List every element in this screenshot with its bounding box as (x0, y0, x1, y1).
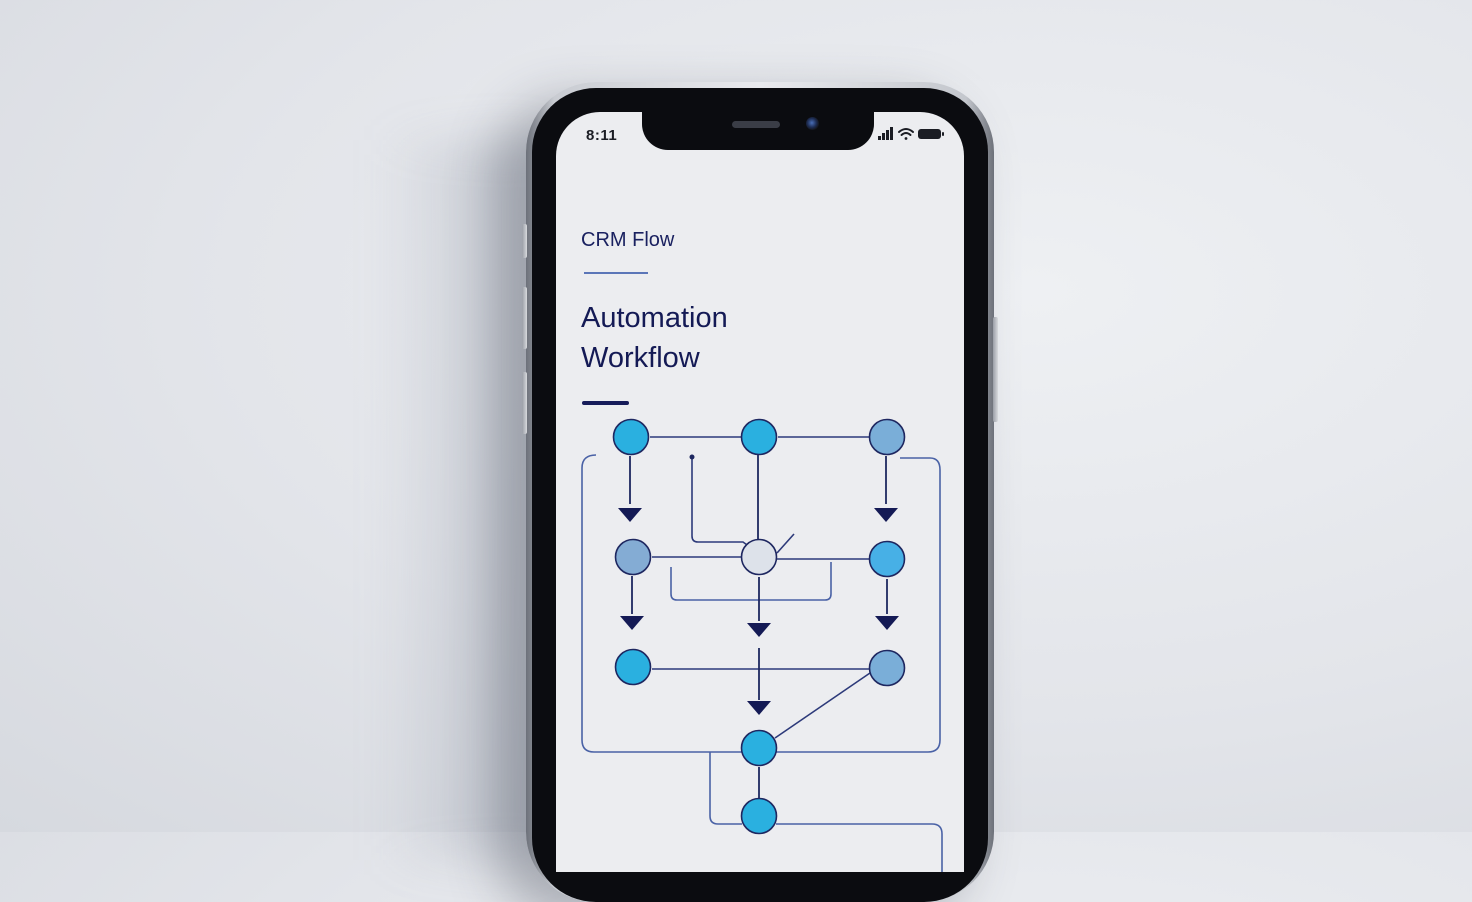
page-title: Automation Workflow (581, 298, 728, 378)
battery-icon (918, 129, 944, 139)
loop-connectors (581, 454, 943, 872)
workflow-node (868, 418, 906, 456)
workflow-diagram (581, 418, 943, 872)
arrow-down-icon (747, 623, 771, 637)
flow-arrows (618, 508, 899, 715)
mute-switch (522, 224, 527, 258)
node-links (650, 436, 871, 739)
smartphone: 8:11 CRM Flow Autom (522, 82, 998, 902)
page-title-line-1: Automation (581, 302, 728, 334)
arrow-down-icon (747, 701, 771, 715)
wifi-icon (898, 128, 914, 140)
arrow-down-icon (874, 508, 898, 522)
page-title-line-2: Workflow (581, 342, 700, 374)
label-underline (584, 272, 648, 274)
title-underline (582, 401, 629, 405)
front-camera (806, 117, 819, 130)
workflow-node (614, 648, 652, 686)
arrow-down-icon (620, 616, 644, 630)
power-button (993, 317, 998, 422)
volume-down-button (522, 372, 527, 434)
arrow-down-icon (875, 616, 899, 630)
workflow-node (740, 418, 778, 456)
workflow-node (614, 538, 652, 576)
signal-icon (878, 127, 893, 140)
earpiece-speaker (732, 121, 780, 128)
arrow-down-icon (618, 508, 642, 522)
workflow-nodes (612, 418, 906, 835)
workflow-node (612, 418, 650, 456)
flow-lines (629, 455, 888, 798)
volume-up-button (522, 287, 527, 349)
workflow-node (868, 649, 906, 687)
workflow-node-decision (740, 538, 778, 576)
connector-dot (689, 454, 695, 460)
notch (642, 112, 874, 150)
status-time: 8:11 (586, 127, 618, 144)
desk-shadow (380, 140, 540, 860)
phone-screen: 8:11 CRM Flow Autom (556, 112, 964, 872)
workflow-node (740, 797, 778, 835)
status-icons (878, 127, 944, 140)
workflow-node (740, 729, 778, 767)
app-label: CRM Flow (581, 229, 675, 251)
workflow-node (868, 540, 906, 578)
